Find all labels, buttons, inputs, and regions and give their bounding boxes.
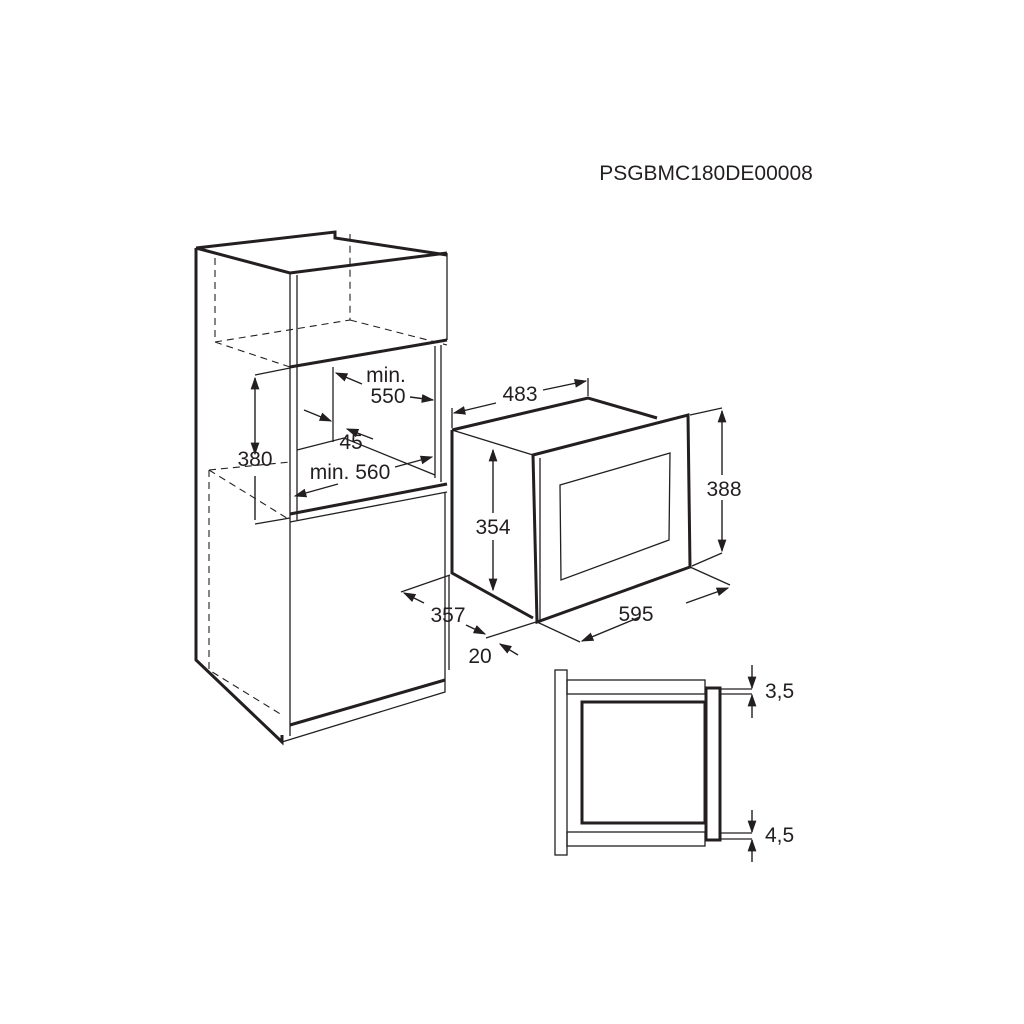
min-depth-value: 550: [370, 385, 405, 408]
body-width-label: 483: [502, 383, 537, 406]
section-detail: 3,5 4,5: [554, 665, 794, 862]
kitchen-cabinet: [194, 230, 448, 746]
cabinet-dimensions: 380 min. 550 45 min. 560: [237, 364, 435, 525]
min-width-label: min. 560: [310, 461, 391, 484]
front-thickness-label: 20: [468, 645, 491, 668]
niche-height-label: 380: [237, 448, 272, 471]
back-gap-label: 45: [339, 431, 362, 454]
depth-label: 357: [430, 604, 465, 627]
microwave-dimensions: 483 354 388 595 357 20: [400, 378, 742, 670]
model-code: PSGBMC180DE00008: [599, 162, 813, 185]
front-width-label: 595: [618, 603, 653, 626]
min-depth-prefix: min.: [366, 364, 406, 387]
top-gap-label: 3,5: [765, 680, 794, 703]
front-height-label: 388: [706, 478, 741, 501]
bottom-gap-label: 4,5: [765, 824, 794, 847]
body-height-label: 354: [475, 516, 510, 539]
built-in-microwave: [450, 396, 692, 625]
